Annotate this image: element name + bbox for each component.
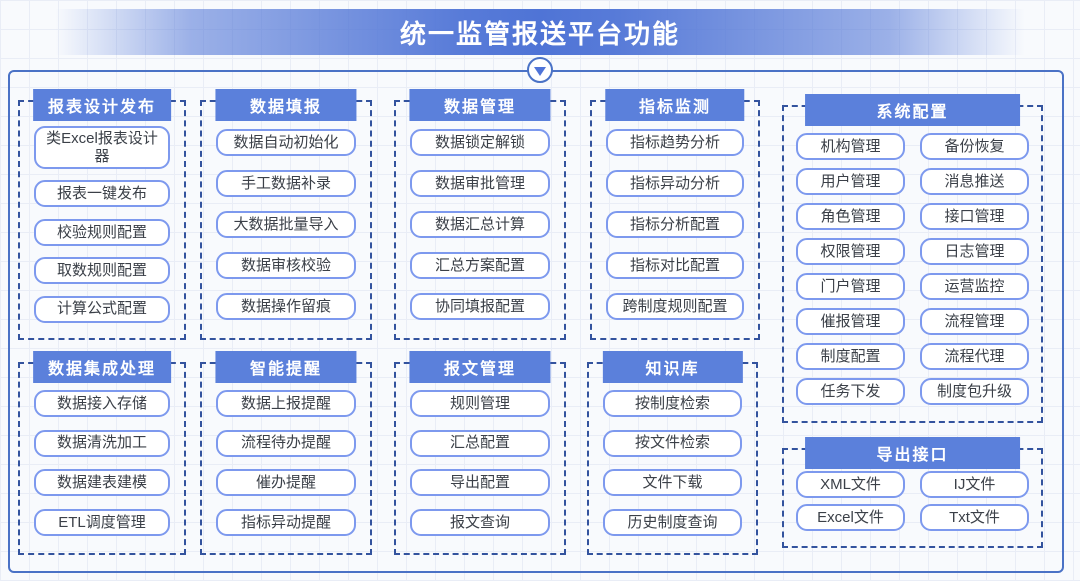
feature-item: Txt文件 xyxy=(920,503,1029,531)
feature-item: 汇总方案配置 xyxy=(410,252,550,279)
feature-item: 跨制度规则配置 xyxy=(606,293,744,320)
feature-item: 数据汇总计算 xyxy=(410,211,550,238)
group-header-indicator-monitoring: 指标监测 xyxy=(605,89,745,121)
group-items: XML文件 IJ文件 Excel文件 Txt文件 xyxy=(796,466,1029,536)
feature-item: 运营监控 xyxy=(920,273,1029,300)
feature-item: 手工数据补录 xyxy=(216,170,356,197)
feature-item: 校验规则配置 xyxy=(34,218,170,246)
feature-item: 大数据批量导入 xyxy=(216,211,356,238)
group-header-system-config: 系统配置 xyxy=(804,94,1021,126)
feature-item: 任务下发 xyxy=(796,378,905,405)
feature-item: 报文查询 xyxy=(410,509,550,537)
arrow-down-icon xyxy=(527,57,553,83)
feature-item: 文件下载 xyxy=(603,469,742,497)
feature-item: 数据清洗加工 xyxy=(34,429,170,457)
feature-item: Excel文件 xyxy=(796,503,905,531)
group-export-interface: 导出接口 XML文件 IJ文件 Excel文件 Txt文件 xyxy=(782,437,1043,548)
feature-item: 指标异动提醒 xyxy=(216,509,356,537)
feature-item: 流程待办提醒 xyxy=(216,429,356,457)
feature-item: 按制度检索 xyxy=(603,389,742,417)
feature-item: 按文件检索 xyxy=(603,429,742,457)
title-banner: 统一监管报送平台功能 xyxy=(55,9,1025,55)
feature-item: 导出配置 xyxy=(410,469,550,497)
group-items: 按制度检索 按文件检索 文件下载 历史制度查询 xyxy=(589,377,756,549)
group-items: 数据自动初始化 手工数据补录 大数据批量导入 数据审核校验 数据操作留痕 xyxy=(202,115,370,334)
group-header-smart-reminder: 智能提醒 xyxy=(215,351,357,383)
group-header-export-interface: 导出接口 xyxy=(804,437,1021,469)
group-header-report-design-publish: 报表设计发布 xyxy=(33,89,171,121)
group-items: 机构管理 备份恢复 用户管理 消息推送 角色管理 接口管理 权限管理 日志管理 … xyxy=(796,125,1029,413)
feature-item: 角色管理 xyxy=(796,203,905,230)
group-report-design-publish: 报表设计发布 类Excel报表设计器 报表一键发布 校验规则配置 取数规则配置 … xyxy=(18,89,186,340)
feature-item: IJ文件 xyxy=(920,471,1029,499)
feature-item: 流程管理 xyxy=(920,308,1029,335)
feature-item: 用户管理 xyxy=(796,168,905,195)
feature-item: 数据上报提醒 xyxy=(216,389,356,417)
feature-item: 指标对比配置 xyxy=(606,252,744,279)
group-header-data-integration: 数据集成处理 xyxy=(33,351,171,383)
feature-item: 类Excel报表设计器 xyxy=(34,126,170,169)
feature-item: 接口管理 xyxy=(920,203,1029,230)
feature-item: 规则管理 xyxy=(410,389,550,417)
feature-item: 历史制度查询 xyxy=(603,509,742,537)
group-message-management: 报文管理 规则管理 汇总配置 导出配置 报文查询 xyxy=(394,351,566,555)
feature-item: 催办提醒 xyxy=(216,469,356,497)
group-system-config: 系统配置 机构管理 备份恢复 用户管理 消息推送 角色管理 接口管理 权限管理 … xyxy=(782,94,1043,423)
feature-item: 指标异动分析 xyxy=(606,170,744,197)
feature-item: 数据自动初始化 xyxy=(216,129,356,156)
group-data-integration: 数据集成处理 数据接入存储 数据清洗加工 数据建表建模 ETL调度管理 xyxy=(18,351,186,555)
feature-item: XML文件 xyxy=(796,471,905,499)
feature-item: 消息推送 xyxy=(920,168,1029,195)
feature-item: 机构管理 xyxy=(796,133,905,160)
group-items: 数据上报提醒 流程待办提醒 催办提醒 指标异动提醒 xyxy=(202,377,370,549)
feature-item: 数据操作留痕 xyxy=(216,293,356,320)
group-header-data-filling: 数据填报 xyxy=(215,89,357,121)
group-header-data-management: 数据管理 xyxy=(409,89,551,121)
feature-item: ETL调度管理 xyxy=(34,509,170,537)
group-header-knowledge-base: 知识库 xyxy=(602,351,743,383)
feature-item: 数据建表建模 xyxy=(34,469,170,497)
group-items: 类Excel报表设计器 报表一键发布 校验规则配置 取数规则配置 计算公式配置 xyxy=(20,115,184,334)
feature-item: 数据审批管理 xyxy=(410,170,550,197)
page-title: 统一监管报送平台功能 xyxy=(399,18,680,49)
main-container: 报表设计发布 类Excel报表设计器 报表一键发布 校验规则配置 取数规则配置 … xyxy=(8,70,1064,573)
group-data-management: 数据管理 数据锁定解锁 数据审批管理 数据汇总计算 汇总方案配置 协同填报配置 xyxy=(394,89,566,340)
triangle-down-glyph xyxy=(534,66,546,76)
feature-item: 指标趋势分析 xyxy=(606,129,744,156)
group-items: 数据接入存储 数据清洗加工 数据建表建模 ETL调度管理 xyxy=(20,377,184,549)
feature-item: 数据审核校验 xyxy=(216,252,356,279)
group-items: 指标趋势分析 指标异动分析 指标分析配置 指标对比配置 跨制度规则配置 xyxy=(592,115,758,334)
feature-item: 指标分析配置 xyxy=(606,211,744,238)
feature-item: 计算公式配置 xyxy=(34,295,170,323)
feature-item: 制度包升级 xyxy=(920,378,1029,405)
feature-item: 备份恢复 xyxy=(920,133,1029,160)
group-items: 规则管理 汇总配置 导出配置 报文查询 xyxy=(396,377,564,549)
feature-item: 汇总配置 xyxy=(410,429,550,457)
group-indicator-monitoring: 指标监测 指标趋势分析 指标异动分析 指标分析配置 指标对比配置 跨制度规则配置 xyxy=(590,89,760,340)
group-smart-reminder: 智能提醒 数据上报提醒 流程待办提醒 催办提醒 指标异动提醒 xyxy=(200,351,372,555)
feature-item: 制度配置 xyxy=(796,343,905,370)
feature-item: 权限管理 xyxy=(796,238,905,265)
feature-item: 取数规则配置 xyxy=(34,257,170,285)
feature-item: 日志管理 xyxy=(920,238,1029,265)
group-data-filling: 数据填报 数据自动初始化 手工数据补录 大数据批量导入 数据审核校验 数据操作留… xyxy=(200,89,372,340)
feature-item: 协同填报配置 xyxy=(410,293,550,320)
group-knowledge-base: 知识库 按制度检索 按文件检索 文件下载 历史制度查询 xyxy=(587,351,758,555)
feature-item: 流程代理 xyxy=(920,343,1029,370)
feature-item: 报表一键发布 xyxy=(34,180,170,208)
group-items: 数据锁定解锁 数据审批管理 数据汇总计算 汇总方案配置 协同填报配置 xyxy=(396,115,564,334)
feature-item: 催报管理 xyxy=(796,308,905,335)
feature-item: 数据接入存储 xyxy=(34,389,170,417)
group-header-message-management: 报文管理 xyxy=(409,351,551,383)
feature-item: 门户管理 xyxy=(796,273,905,300)
feature-item: 数据锁定解锁 xyxy=(410,129,550,156)
